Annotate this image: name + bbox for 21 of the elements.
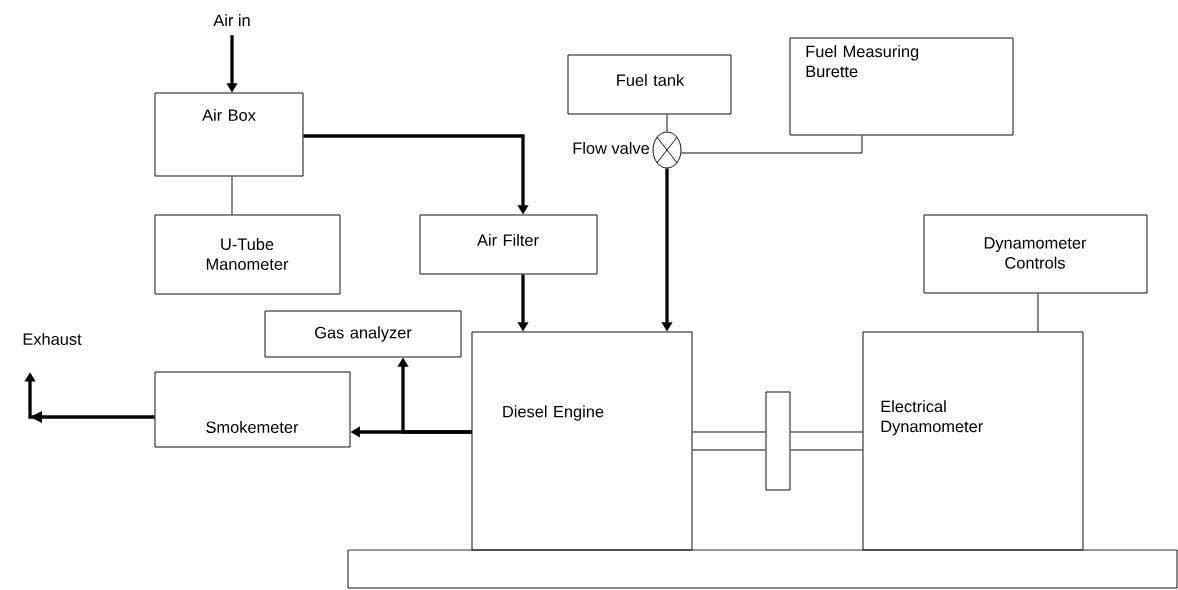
process-box: Air Filter <box>419 214 598 275</box>
outlet-label: Exhaust <box>23 332 82 345</box>
valve-label: Flow valve <box>573 141 649 154</box>
shaft <box>790 431 863 451</box>
connector-line <box>681 135 863 154</box>
coupling-box <box>765 391 791 491</box>
inlet-label: Air in <box>213 14 250 26</box>
base-bed <box>347 549 1178 589</box>
process-box: Fuel Measuring Burette <box>789 37 1014 136</box>
connector-line <box>1037 293 1039 332</box>
connector-line <box>231 176 233 215</box>
process-box: Air Box <box>154 92 304 177</box>
process-box: Smokemeter <box>154 371 351 448</box>
shaft <box>692 431 766 451</box>
process-box: Gas analyzer <box>264 310 462 358</box>
dynamometer-box: Electrical Dynamometer <box>862 331 1084 551</box>
process-box: Fuel tank <box>567 54 732 115</box>
connector-line <box>666 114 668 132</box>
process-box: Dynamometer Controls <box>923 214 1148 294</box>
process-box: U-Tube Manometer <box>154 214 341 295</box>
engine-box: Diesel Engine <box>471 331 693 551</box>
